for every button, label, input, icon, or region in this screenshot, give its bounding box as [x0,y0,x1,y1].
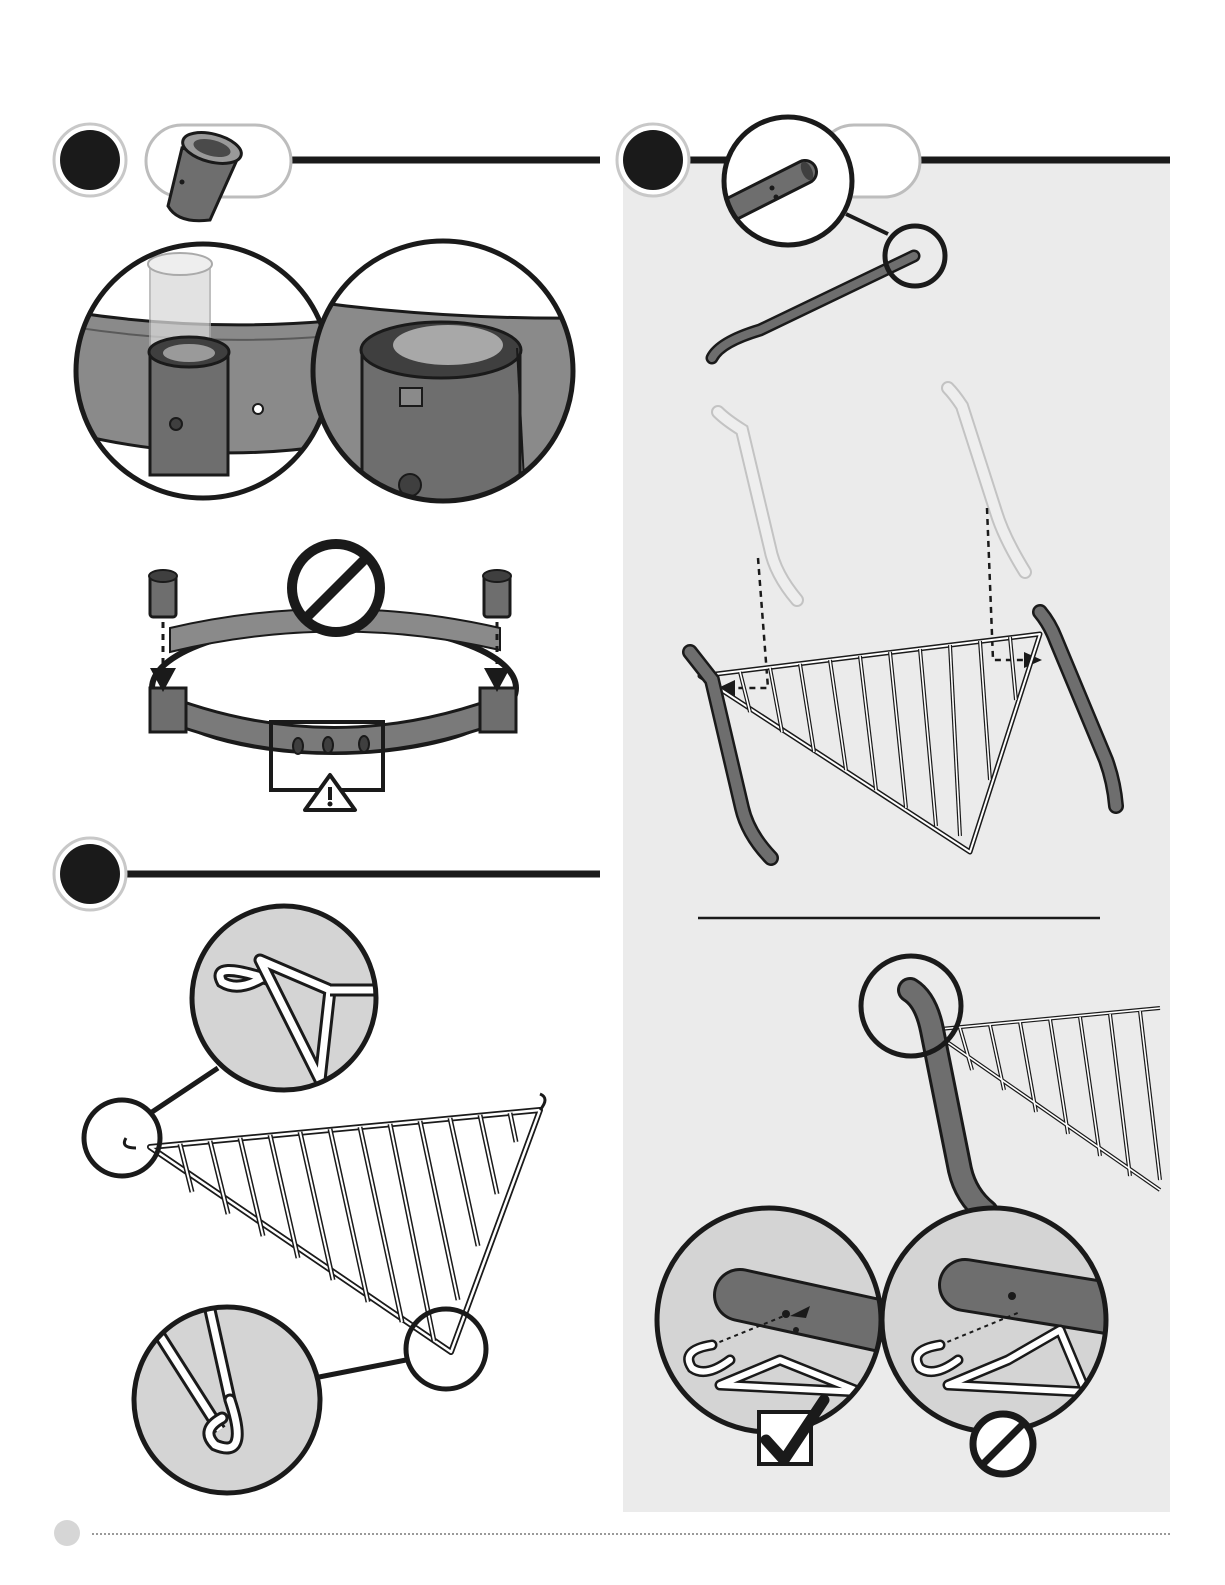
step-c-header [54,838,600,910]
footer-dotted-rule [92,1533,1170,1535]
shelf-corner-assembly [861,956,1160,1212]
hook-detail-bottom [130,1300,330,1500]
prohibited-icon [292,544,380,632]
ring-assembly [149,544,516,810]
leg-part-icon [700,115,860,255]
sleeve-right [483,570,511,617]
step-b-badge [623,130,683,190]
prohibited-small-icon [973,1414,1033,1474]
step-c-badge [60,844,120,904]
shelf-with-legs [690,612,1116,858]
detail-incorrect [880,1200,1120,1474]
sleeve-left [149,570,177,617]
detail-correct [650,1200,900,1464]
sleeve-detail-right [300,240,590,510]
step-a-header [54,124,600,221]
faded-legs [718,388,1025,600]
leg-part [712,214,945,358]
step-a-badge [60,130,120,190]
warning-triangle-icon [305,775,355,810]
page-number [54,1520,80,1546]
